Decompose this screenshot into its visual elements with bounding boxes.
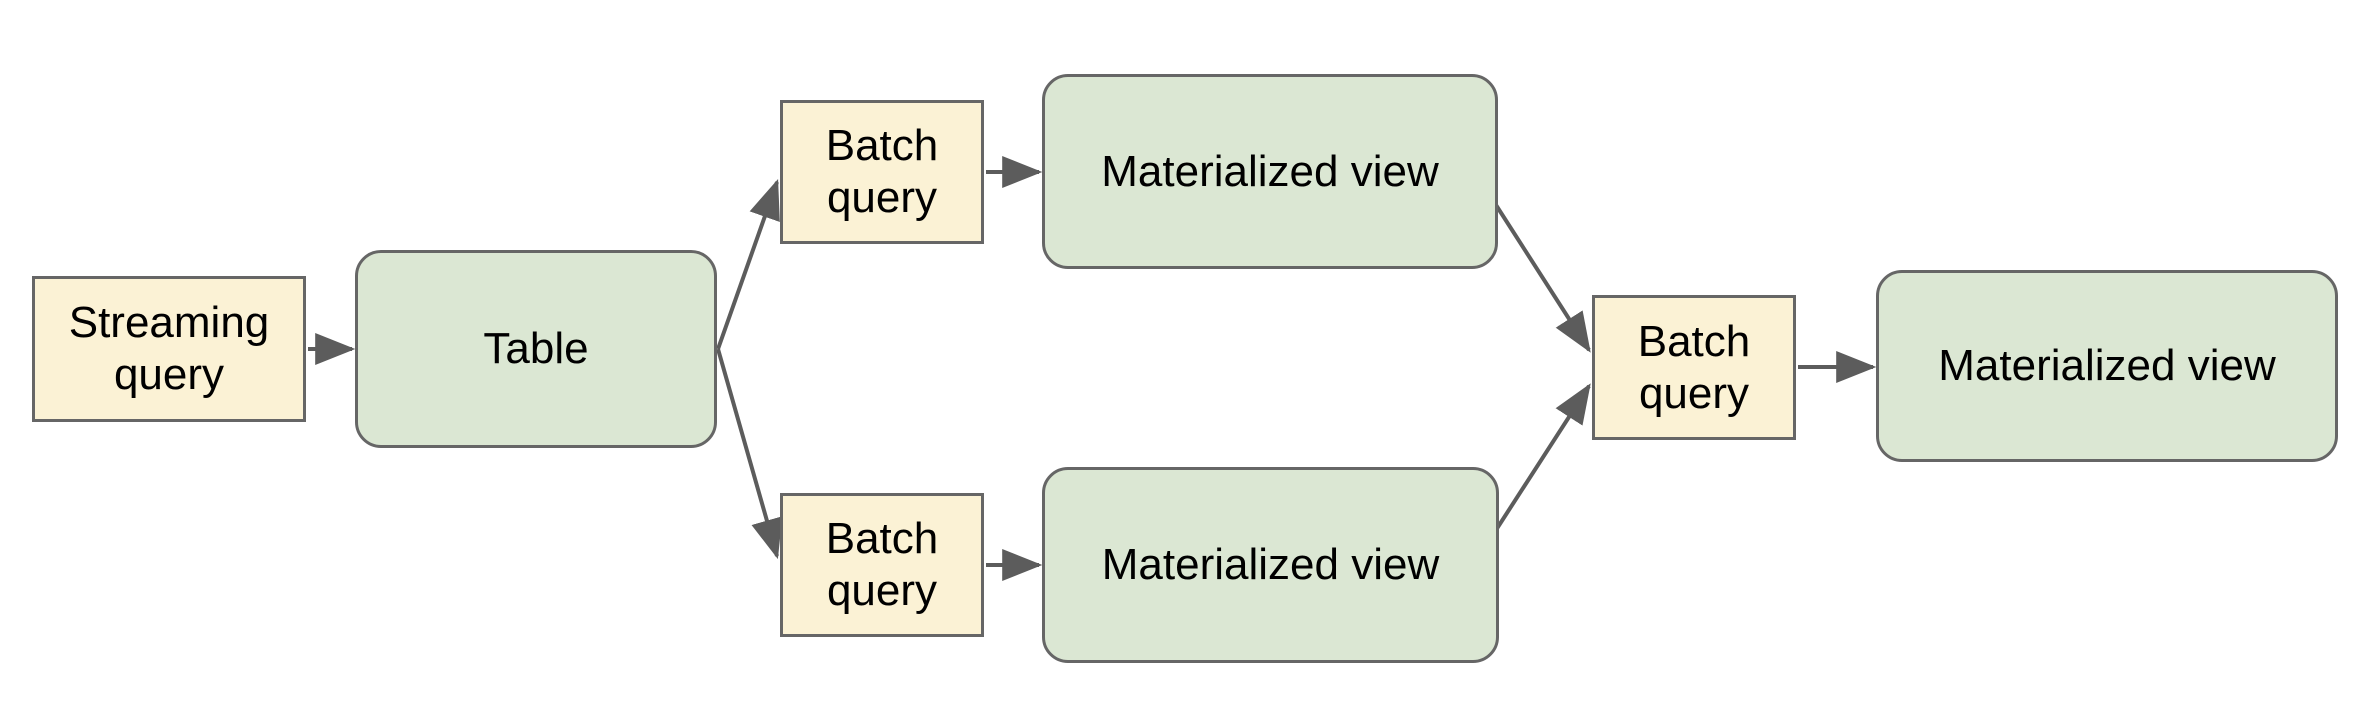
node-materialized-view-bottom[interactable]: Materialized view bbox=[1042, 467, 1499, 663]
node-batch-query-bottom[interactable]: Batch query bbox=[780, 493, 984, 637]
node-streaming-query[interactable]: Streaming query bbox=[32, 276, 306, 422]
edge-table-to-batch-query-top bbox=[716, 178, 780, 350]
node-materialized-view-final[interactable]: Materialized view bbox=[1876, 270, 2338, 462]
edge-table-to-batch-query-bottom bbox=[716, 348, 783, 560]
node-batch-query-top[interactable]: Batch query bbox=[780, 100, 984, 244]
edge-mv-top-to-batch-query-join bbox=[1494, 203, 1591, 353]
node-batch-query-join[interactable]: Batch query bbox=[1592, 295, 1796, 440]
node-table[interactable]: Table bbox=[355, 250, 717, 448]
node-materialized-view-top[interactable]: Materialized view bbox=[1042, 74, 1498, 269]
edge-mv-bottom-to-batch-query-join bbox=[1494, 383, 1591, 532]
